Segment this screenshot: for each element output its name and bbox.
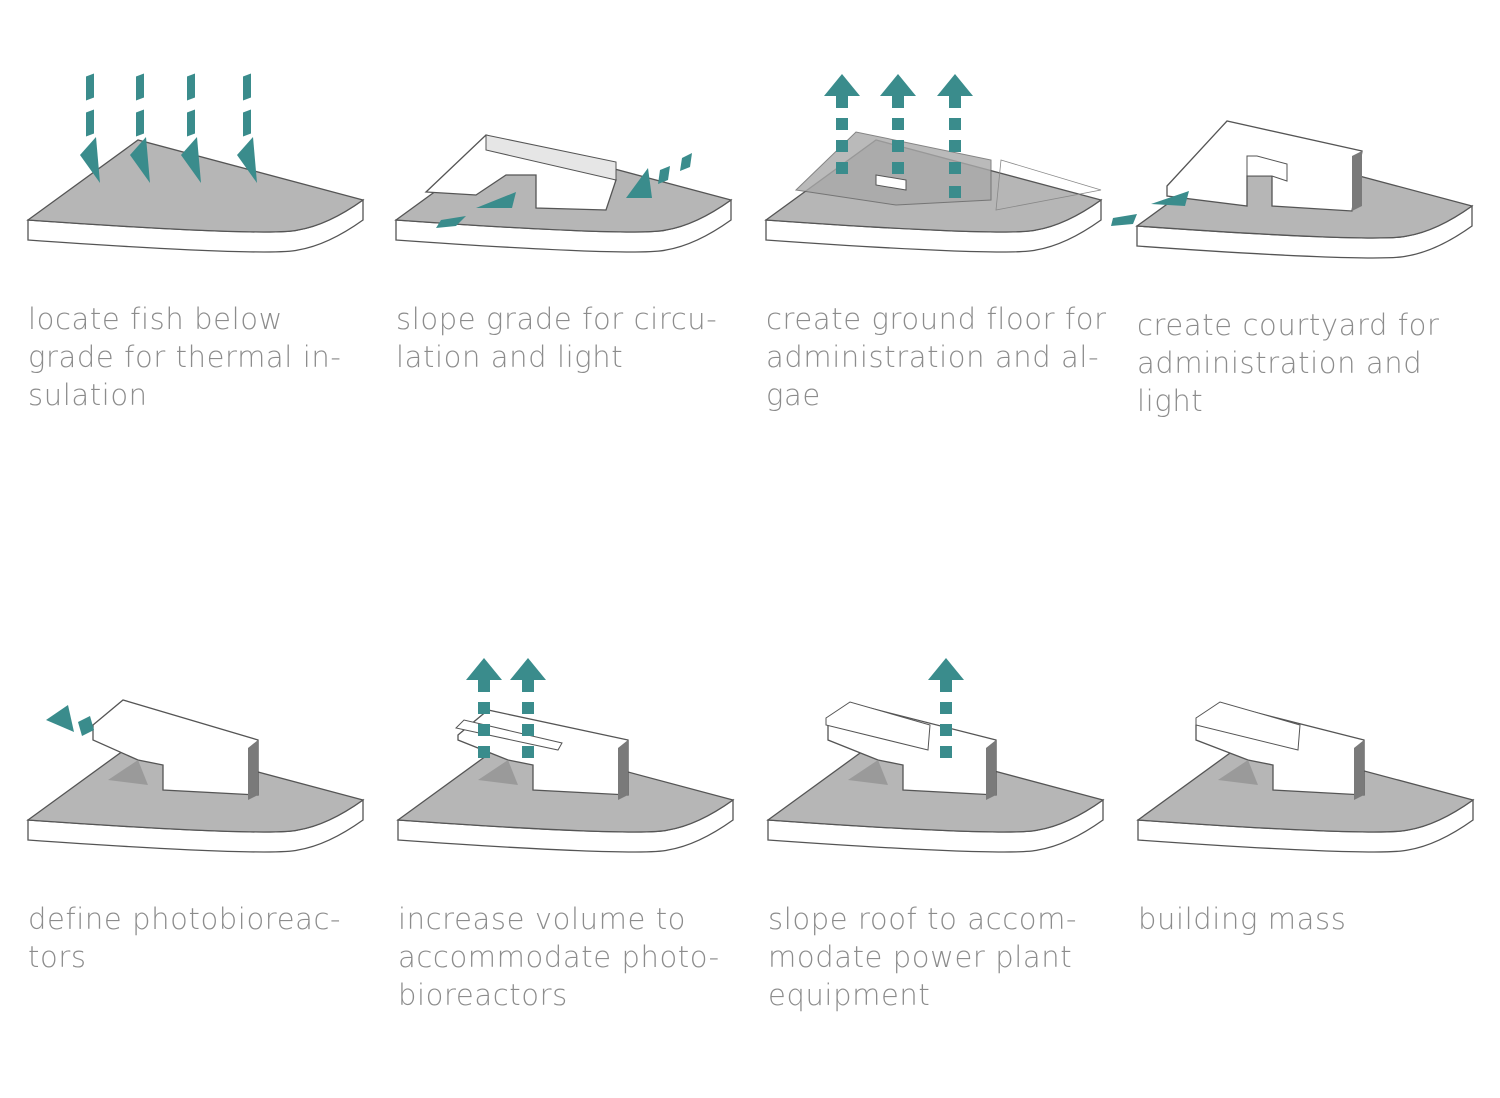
step-panel-7: slope roof to accom- modate power plant …	[767, 640, 1128, 1012]
step-panel-4: create courtyard for administration and …	[1111, 46, 1497, 418]
diagram-building-mass	[1137, 701, 1474, 853]
diagram-ground-floor	[765, 74, 1102, 253]
step-panel-6: increase volume to accommodate photo- bi…	[397, 640, 758, 1012]
step-panel-5: define photobioreac- tors	[27, 640, 388, 980]
step-caption: locate fish below grade for thermal in- …	[28, 302, 342, 412]
diagram-photobioreactors	[27, 699, 364, 853]
step-caption: building mass	[1138, 902, 1347, 936]
step-caption: create ground floor for administration a…	[766, 302, 1107, 412]
diagram-fish-below-grade	[27, 73, 364, 253]
diagram-increase-volume	[397, 658, 734, 853]
step-caption: slope roof to accom- modate power plant …	[768, 902, 1078, 1012]
step-panel-1: locate fish below grade for thermal in- …	[27, 40, 388, 412]
step-caption: slope grade for circu- lation and light	[396, 302, 718, 374]
diagram-slope-roof	[767, 658, 1104, 853]
step-caption: create courtyard for administration and …	[1137, 308, 1440, 418]
step-panel-8: building mass	[1137, 640, 1498, 980]
step-panel-2: slope grade for circu- lation and light	[395, 40, 756, 380]
step-panel-3: create ground floor for administration a…	[765, 40, 1126, 412]
step-caption: define photobioreac- tors	[28, 902, 342, 974]
diagram-slope-grade	[395, 134, 732, 253]
step-caption: increase volume to accommodate photo- bi…	[398, 902, 720, 1012]
diagram-courtyard	[1111, 120, 1473, 259]
down-arrow-icon	[80, 73, 100, 183]
